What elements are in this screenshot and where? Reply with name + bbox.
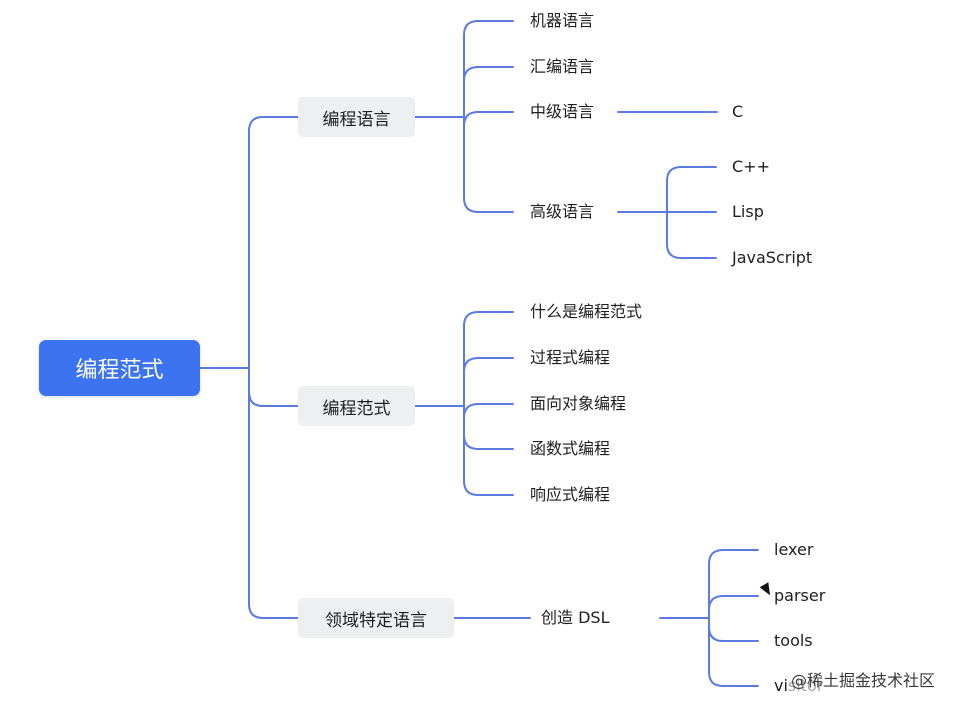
leaf-assembly-language[interactable]: 汇编语言 (530, 57, 595, 76)
leaf-lisp[interactable]: Lisp (732, 202, 764, 221)
high-lang-connector-branch-2 (666, 211, 717, 259)
create-dsl-connector-branch-1 (708, 595, 759, 619)
leaf-high-level-language[interactable]: 高级语言 (530, 202, 595, 221)
lang-connector-branch-2 (463, 111, 514, 127)
leaf-tools[interactable]: tools (774, 631, 813, 650)
branch-node-paradigms[interactable]: 编程范式 (298, 386, 415, 426)
branch-node-programming-languages[interactable]: 编程语言 (298, 97, 415, 137)
leaf-reactive[interactable]: 响应式编程 (530, 485, 611, 504)
branch-label: 编程范式 (322, 398, 391, 419)
leaf-procedural[interactable]: 过程式编程 (530, 348, 611, 367)
paradigm-connector-branch-4 (463, 405, 514, 496)
create-dsl-connector-branch-2 (708, 617, 759, 642)
leaf-machine-language[interactable]: 机器语言 (530, 11, 595, 30)
leaf-javascript[interactable]: JavaScript (732, 248, 813, 267)
leaf-parser[interactable]: parser (774, 586, 826, 605)
create-dsl-connector-branch-0 (708, 549, 759, 619)
root-node[interactable]: 编程范式 (39, 340, 200, 396)
leaf-create-dsl[interactable]: 创造 DSL (541, 608, 610, 627)
lang-connector-branch-0 (463, 20, 514, 118)
branch-label: 编程语言 (322, 109, 391, 130)
watermark: @稀土掘金技术社区 (788, 667, 937, 691)
branch-label: 领域特定语言 (325, 610, 427, 631)
root-label: 编程范式 (75, 358, 164, 383)
leaf-lexer[interactable]: lexer (774, 540, 814, 559)
lang-connector-branch-1 (463, 66, 514, 118)
paradigm-connector-branch-2 (463, 403, 514, 419)
leaf-oop[interactable]: 面向对象编程 (530, 394, 627, 413)
leaf-mid-level-language[interactable]: 中级语言 (530, 102, 595, 121)
paradigm-connector-branch-1 (463, 357, 514, 407)
paradigm-connector-branch-0 (463, 311, 514, 407)
leaf-functional[interactable]: 函数式编程 (530, 439, 611, 458)
leaf-cpp[interactable]: C++ (732, 157, 770, 176)
lang-connector-branch-3 (463, 116, 514, 213)
root-connector-branch-0 (248, 116, 299, 369)
leaf-c[interactable]: C (732, 102, 744, 121)
high-lang-connector-branch-0 (666, 166, 717, 213)
leaf-what-is-paradigm[interactable]: 什么是编程范式 (530, 302, 643, 321)
create-dsl-connector-branch-3 (708, 617, 759, 687)
root-connector-branch-1 (248, 367, 299, 407)
root-connector-branch-2 (248, 367, 299, 619)
branch-node-dsl[interactable]: 领域特定语言 (298, 598, 454, 638)
paradigm-connector-branch-3 (463, 405, 514, 450)
